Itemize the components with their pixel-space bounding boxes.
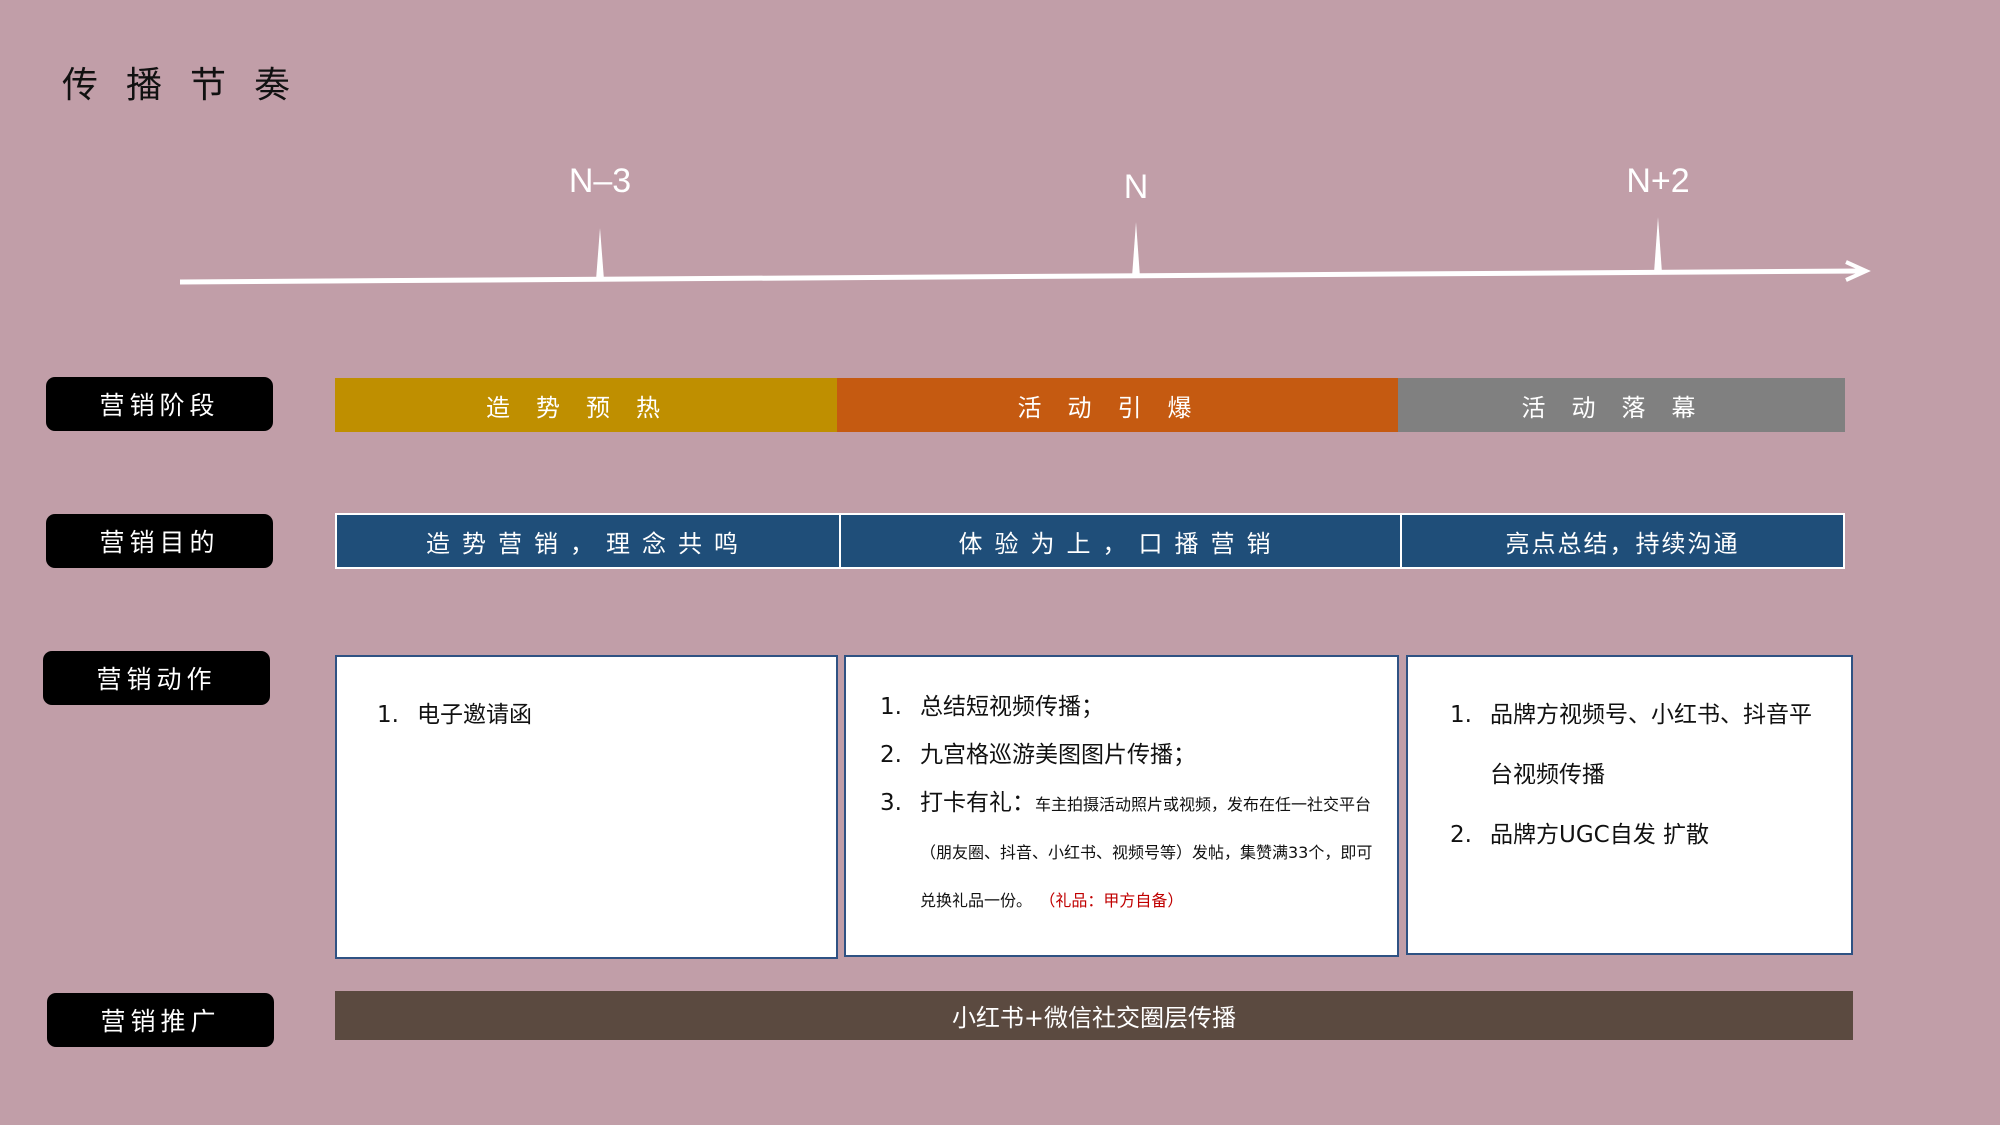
row-label-promotion: 营销推广 xyxy=(47,993,274,1047)
tick-marker-n xyxy=(1132,222,1140,277)
item-text: 电子邀请函 xyxy=(417,702,532,728)
item-number: 2. xyxy=(1450,822,1472,848)
action-card-1: 1. 电子邀请函 xyxy=(335,655,838,959)
row-label-goal: 营销目的 xyxy=(46,514,273,568)
gift-note: （礼品：甲方自备） xyxy=(1039,891,1184,910)
item-text: 打卡有礼： xyxy=(920,790,1035,816)
item-number: 1. xyxy=(1450,702,1472,728)
stage-warmup-label: 造势预热 xyxy=(486,393,686,422)
goal-label-2: 体验为上，口播营销 xyxy=(958,529,1283,558)
item-number: 3. xyxy=(880,790,902,816)
row-label-action: 营销动作 xyxy=(43,651,270,705)
tick-label-n: N xyxy=(1123,168,1149,206)
promotion-label: 小红书+微信社交圈层传播 xyxy=(951,1004,1237,1032)
action-item: 1. 电子邀请函 xyxy=(377,691,836,739)
goal-row: 造势营销，理念共鸣 体验为上，口播营销 亮点总结，持续沟通 xyxy=(335,513,1845,569)
stage-launch: 活动引爆 xyxy=(837,378,1398,432)
timeline-axis xyxy=(179,217,1871,285)
item-text: 品牌方视频号、小红书、抖音平台视频传播 xyxy=(1490,702,1812,788)
goal-label-3: 亮点总结，持续沟通 xyxy=(1505,529,1740,558)
stage-launch-label: 活动引爆 xyxy=(1017,393,1218,422)
stage-closing: 活动落幕 xyxy=(1398,378,1845,432)
tick-label-n-plus-2: N+2 xyxy=(1626,162,1690,200)
tick-marker-n-plus-2 xyxy=(1654,217,1662,273)
item-text: 品牌方UGC自发 扩散 xyxy=(1490,822,1710,848)
action-item: 1. 品牌方视频号、小红书、抖音平台视频传播 xyxy=(1450,685,1821,805)
item-number: 1. xyxy=(377,702,399,728)
tick-label-n-minus-3: N–3 xyxy=(568,162,632,200)
page-title: 传播节奏 xyxy=(62,65,319,106)
goal-label-1: 造势营销，理念共鸣 xyxy=(426,529,750,558)
action-card-3: 1. 品牌方视频号、小红书、抖音平台视频传播 2. 品牌方UGC自发 扩散 xyxy=(1406,655,1853,955)
action-card-2: 1. 总结短视频传播； 2. 九宫格巡游美图图片传播； 3. 打卡有礼：车主拍摄… xyxy=(844,655,1399,957)
item-detail: 车主拍摄活动照片或视频，发布在任一社交平台（朋友圈、抖音、小红书、视频号等）发帖… xyxy=(920,795,1373,910)
action-item: 1. 总结短视频传播； xyxy=(880,683,1377,731)
goal-cell-1: 造势营销，理念共鸣 xyxy=(337,515,839,567)
item-number: 2. xyxy=(880,742,902,768)
stage-closing-label: 活动落幕 xyxy=(1521,393,1722,422)
item-text: 九宫格巡游美图图片传播； xyxy=(920,742,1196,768)
goal-cell-3: 亮点总结，持续沟通 xyxy=(1400,515,1843,567)
goal-cell-2: 体验为上，口播营销 xyxy=(839,515,1400,567)
promotion-bar: 小红书+微信社交圈层传播 xyxy=(335,991,1853,1040)
row-label-stage: 营销阶段 xyxy=(46,377,273,431)
action-item: 3. 打卡有礼：车主拍摄活动照片或视频，发布在任一社交平台（朋友圈、抖音、小红书… xyxy=(880,779,1377,923)
action-item: 2. 九宫格巡游美图图片传播； xyxy=(880,731,1377,779)
tick-marker-n-minus-3 xyxy=(596,228,604,280)
stage-warmup: 造势预热 xyxy=(335,378,837,432)
item-text: 总结短视频传播； xyxy=(920,694,1104,720)
item-number: 1. xyxy=(880,694,902,720)
action-item: 2. 品牌方UGC自发 扩散 xyxy=(1450,805,1821,865)
